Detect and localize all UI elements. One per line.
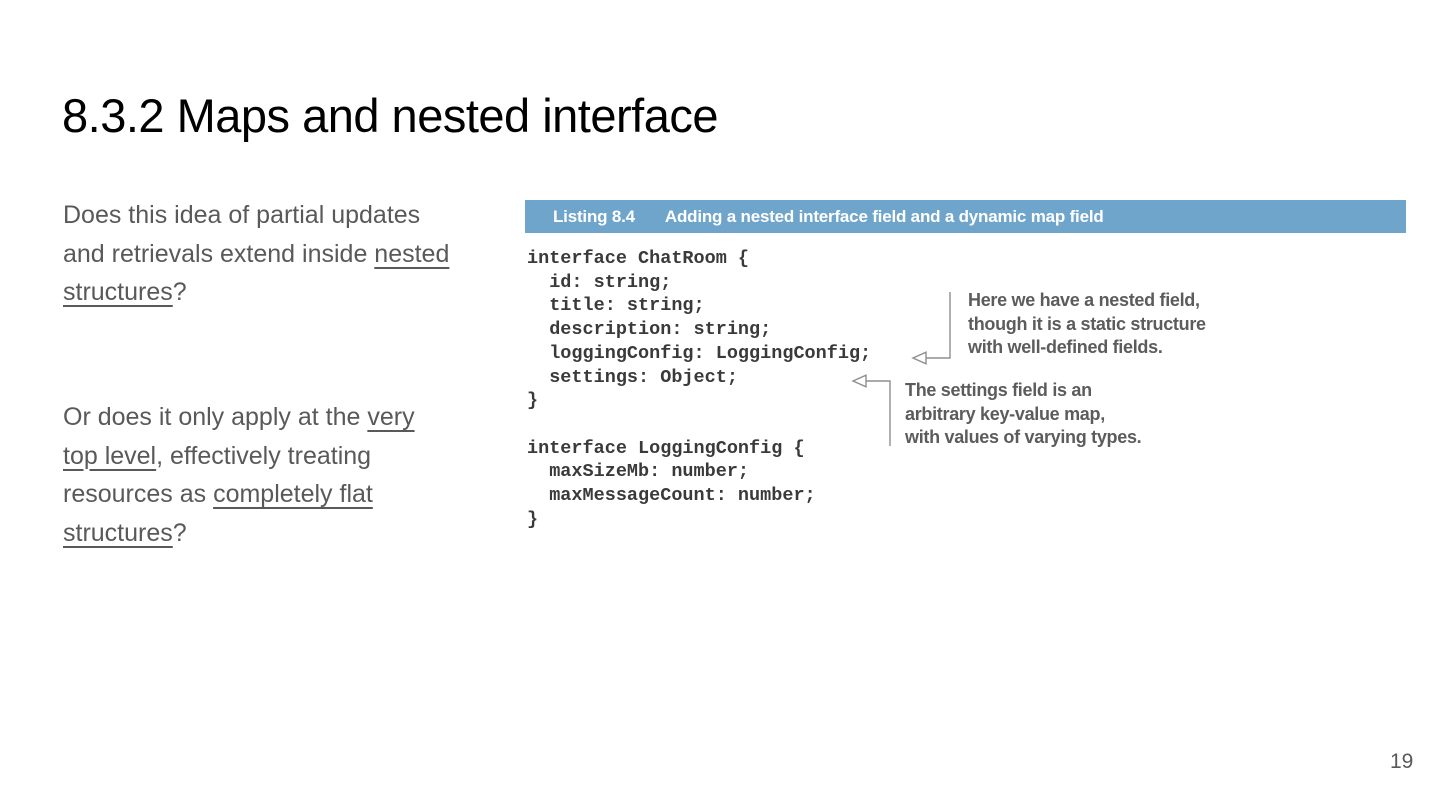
listing-caption: Adding a nested interface field and a dy… xyxy=(664,206,1104,226)
text-segment: Or does it only apply at the xyxy=(63,403,368,431)
code-annotation-settings-field: The settings field is an arbitrary key-va… xyxy=(905,379,1142,450)
text-line: resources as completely flat xyxy=(63,475,415,514)
annotation-line: though it is a static structure xyxy=(968,313,1206,334)
underlined-text: top level xyxy=(63,441,157,470)
text-line: Or does it only apply at the very xyxy=(63,398,415,437)
text-line: structures? xyxy=(63,273,449,312)
annotation-line: The settings field is an xyxy=(905,380,1092,400)
listing-label: Listing 8.4 xyxy=(553,206,635,226)
listing-header-bar: Listing 8.4 Adding a nested interface fi… xyxy=(525,200,1406,233)
text-line: Does this idea of partial updates xyxy=(63,196,449,235)
code-annotation-nested-field: Here we have a nested field, though it is… xyxy=(968,289,1206,360)
text-segment: , effectively treating xyxy=(156,441,372,470)
annotation-line: Here we have a nested field, xyxy=(968,290,1200,310)
text-segment: ? xyxy=(172,278,187,306)
underlined-text: structures xyxy=(63,278,173,306)
slide-title: 8.3.2 Maps and nested interface xyxy=(62,89,719,142)
annotation-line: arbitrary key-value map, xyxy=(905,403,1105,424)
page-number: 19 xyxy=(1390,750,1414,773)
underlined-text: completely flat xyxy=(213,480,373,508)
text-line: top level, effectively treating xyxy=(63,437,415,476)
body-paragraph-1: Does this idea of partial updates and ret… xyxy=(63,196,449,312)
annotation-line: with well-defined fields. xyxy=(968,337,1163,357)
text-segment: ? xyxy=(172,518,187,547)
arrowhead-left-icon xyxy=(911,351,927,365)
text-segment: Does this idea of partial updates xyxy=(63,201,421,229)
annotation-arrow-line-1 xyxy=(926,292,951,359)
text-line: structures? xyxy=(63,514,415,553)
text-line: and retrievals extend inside nested xyxy=(63,235,449,274)
code-block: interface ChatRoom { id: string; title: … xyxy=(527,248,872,530)
annotation-line: with values of varying types. xyxy=(905,427,1142,447)
underlined-text: structures xyxy=(63,518,173,547)
underlined-text: nested xyxy=(374,239,450,268)
text-segment: resources as xyxy=(63,480,214,508)
underlined-text: very xyxy=(367,403,415,431)
text-segment: and retrievals extend inside xyxy=(63,239,375,268)
